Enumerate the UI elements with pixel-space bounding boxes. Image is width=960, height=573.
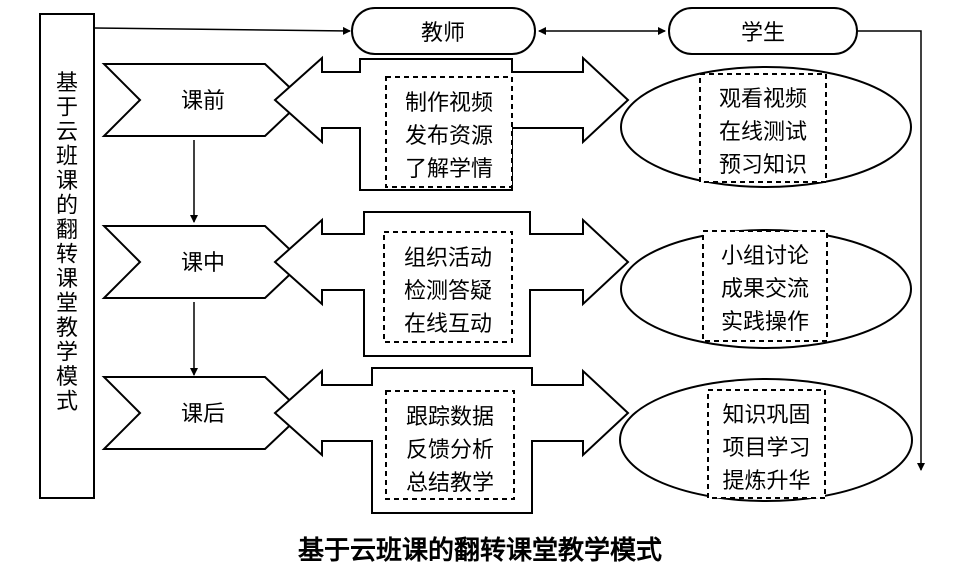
student-activities-text: 小组讨论成果交流实践操作 — [721, 244, 809, 335]
student-activities-text: 观看视频在线测试预习知识 — [719, 87, 807, 178]
teacher-node — [351, 7, 536, 55]
diagram-caption: 基于云班课的翻转课堂教学模式 — [297, 536, 662, 566]
teacher-activities-box — [383, 231, 513, 343]
stage-label: 课中 — [181, 251, 225, 276]
student-activities-text: 知识巩固项目学习提炼升华 — [722, 403, 810, 494]
stage-label: 课后 — [181, 402, 225, 427]
stage-chevron — [101, 225, 305, 299]
teacher-label: 教师 — [421, 21, 465, 46]
side-title: 基于云班课的翻转课堂教学模式 — [56, 71, 78, 415]
side-title-box — [39, 13, 95, 499]
student-activities-box — [707, 389, 826, 499]
student-label: 学生 — [741, 21, 785, 46]
teacher-activities-text: 组织活动检测答疑在线互动 — [404, 246, 492, 337]
title-to-teacher-arrow — [93, 26, 351, 35]
stage-label: 课前 — [181, 89, 225, 114]
stage-chevron — [101, 63, 305, 137]
student-right-arrow — [857, 30, 925, 471]
stage-chevron — [101, 376, 305, 450]
teacher-activities-text: 制作视频发布资源了解学情 — [405, 91, 493, 182]
teacher-activities-text: 跟踪数据反馈分析总结教学 — [406, 405, 494, 496]
teacher-activities-box — [385, 76, 513, 188]
student-activities-box — [699, 73, 827, 183]
teacher-activities-box — [385, 390, 515, 500]
student-activities-box — [702, 230, 828, 342]
